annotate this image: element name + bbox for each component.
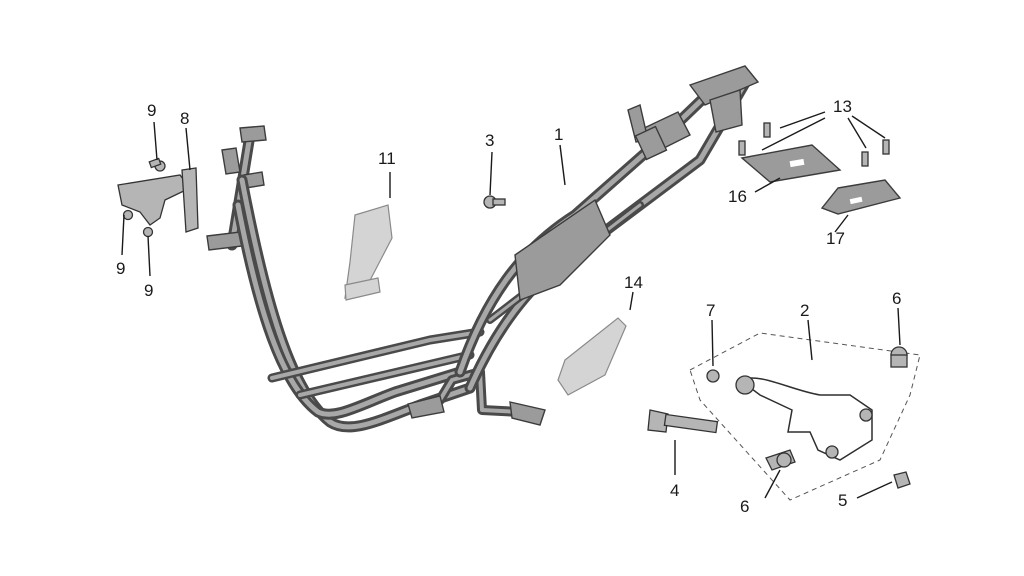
callout-labels: 9 8 9 9 11 3 1 14 13 16 17 2 7 6 4 6 5 bbox=[116, 97, 901, 516]
callout-16: 16 bbox=[728, 187, 747, 206]
callout-17: 17 bbox=[826, 229, 845, 248]
bracket-16 bbox=[740, 144, 842, 183]
bolt-3 bbox=[483, 195, 506, 209]
leader-lines bbox=[121, 111, 901, 499]
callout-5: 5 bbox=[838, 491, 847, 510]
callout-3: 3 bbox=[485, 131, 494, 150]
callout-7: 7 bbox=[706, 301, 715, 320]
gusset-plates bbox=[514, 65, 760, 301]
front-bracket bbox=[117, 157, 199, 238]
callout-9-bottom: 9 bbox=[144, 281, 153, 300]
callout-1: 1 bbox=[554, 125, 563, 144]
callout-6-bottom: 6 bbox=[740, 497, 749, 516]
bracket-17 bbox=[820, 179, 902, 215]
callout-9-top: 9 bbox=[147, 101, 156, 120]
swingarm-assembly bbox=[647, 332, 921, 501]
side-cover-14 bbox=[557, 317, 627, 396]
callout-9-left: 9 bbox=[116, 259, 125, 278]
callout-2: 2 bbox=[800, 301, 809, 320]
callout-13: 13 bbox=[833, 97, 852, 116]
down-tubes bbox=[232, 174, 485, 433]
callout-8: 8 bbox=[180, 109, 189, 128]
bolts-13 bbox=[738, 122, 890, 167]
callout-4: 4 bbox=[670, 481, 679, 500]
main-frame bbox=[206, 65, 760, 433]
callout-11: 11 bbox=[378, 149, 396, 168]
side-cover-11 bbox=[344, 204, 393, 301]
callout-6-right: 6 bbox=[892, 289, 901, 308]
callout-14: 14 bbox=[624, 273, 643, 292]
